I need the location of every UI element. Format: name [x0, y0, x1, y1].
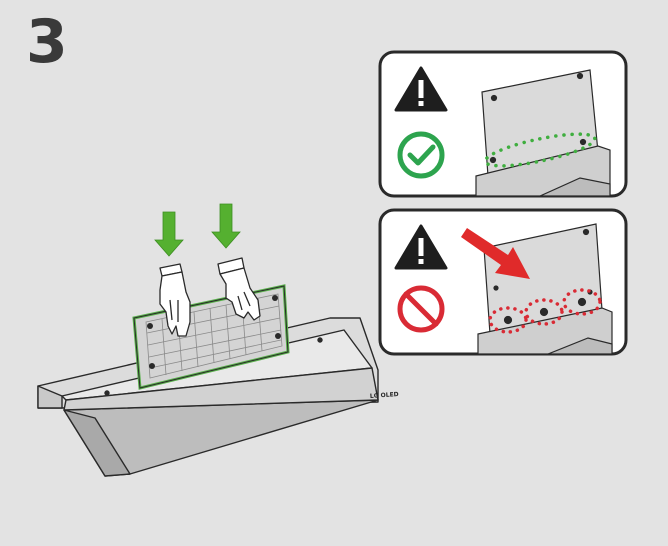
- prohibited-circle-icon: [397, 285, 445, 333]
- stand-logo: LG OLED: [370, 391, 399, 400]
- check-circle-icon: [397, 131, 445, 179]
- warning-triangle-icon: [394, 66, 448, 112]
- step-number: 3: [26, 7, 68, 77]
- incorrect-example-panel: [378, 208, 628, 356]
- right-hand: [217, 257, 261, 321]
- correct-example-panel: [378, 50, 628, 198]
- tv-back-correct: [475, 69, 611, 196]
- left-hand: [159, 263, 191, 337]
- red-arrow-icon: [461, 228, 530, 279]
- down-arrow-icon: [154, 211, 184, 257]
- down-arrow-icon: [211, 203, 241, 249]
- warning-triangle-icon: [394, 224, 448, 270]
- incorrect-highlight: [488, 288, 602, 334]
- correct-highlight: [483, 132, 597, 168]
